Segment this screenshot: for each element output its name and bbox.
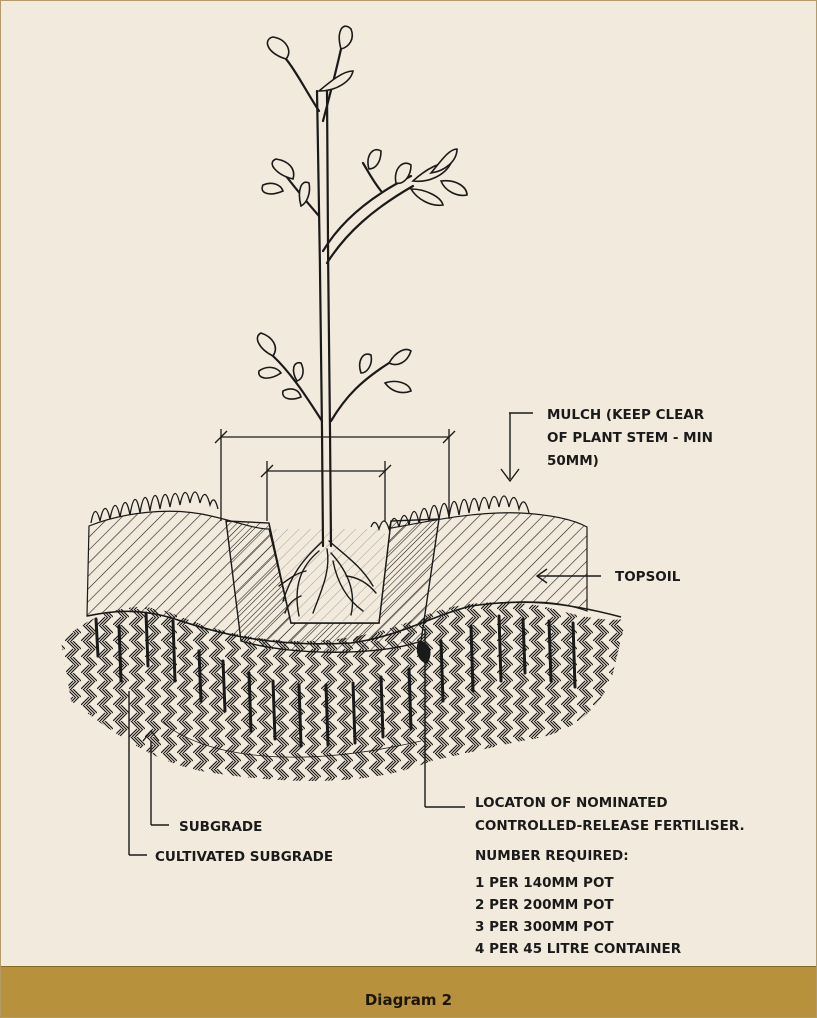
- caption-bar: Diagram 2: [1, 966, 816, 1017]
- dimension-lines: [215, 429, 455, 521]
- plant-leaves: [257, 26, 467, 399]
- number-required-label: NUMBER REQUIRED:: [475, 848, 629, 864]
- mulch-label-line-2: OF PLANT STEM - MIN: [547, 430, 713, 446]
- requirement-4: 4 PER 45 LITRE CONTAINER: [475, 941, 682, 957]
- topsoil-label: TOPSOIL: [615, 569, 681, 585]
- cultivated-subgrade-label: CULTIVATED SUBGRADE: [155, 849, 333, 865]
- mulch-label-line-3: 50MM): [547, 453, 599, 469]
- planting-pit: [226, 519, 439, 652]
- requirement-1: 1 PER 140MM POT: [475, 875, 614, 891]
- fertiliser-label-line-1: LOCATON OF NOMINATED: [475, 795, 668, 811]
- planting-diagram: MULCH (KEEP CLEAR OF PLANT STEM - MIN 50…: [1, 1, 816, 967]
- requirement-2: 2 PER 200MM POT: [475, 897, 614, 913]
- diagram-caption: Diagram 2: [1, 983, 816, 1017]
- fertiliser-label-line-2: CONTROLLED-RELEASE FERTILISER.: [475, 818, 745, 834]
- subgrade-label: SUBGRADE: [179, 819, 262, 835]
- requirement-3: 3 PER 300MM POT: [475, 919, 614, 935]
- mulch-label-line-1: MULCH (KEEP CLEAR: [547, 407, 705, 423]
